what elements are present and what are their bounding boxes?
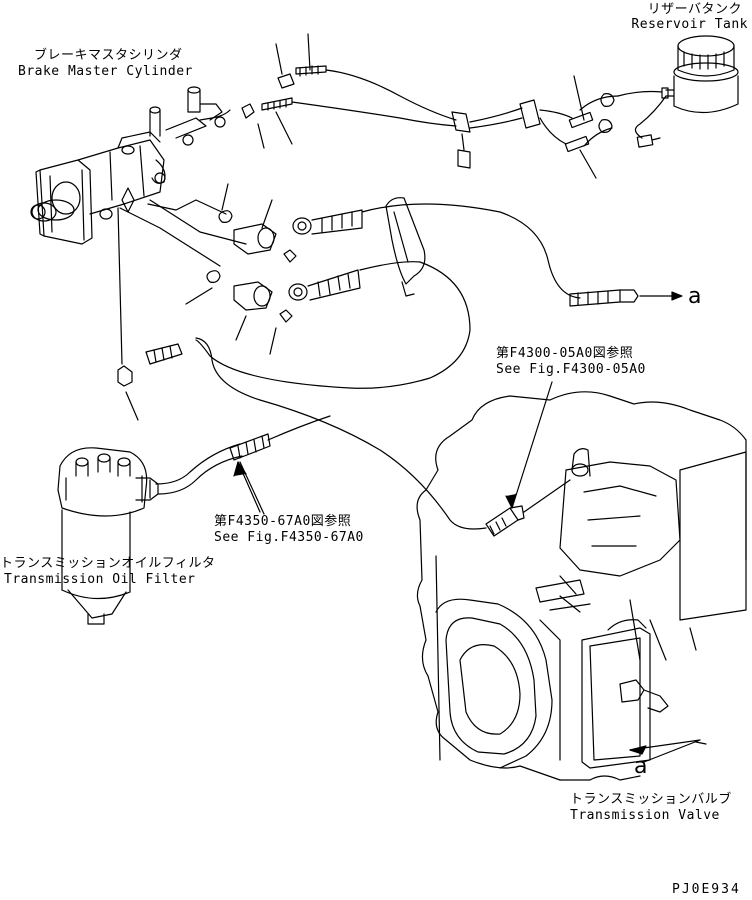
see-fig-4350-label-jp: 第F4350-67A0図参照 xyxy=(214,514,352,529)
callout-a-top: a xyxy=(688,284,702,309)
drawing-code: PJ0E934 xyxy=(672,882,741,897)
reservoir-tank-label-jp: リザーバタンク xyxy=(647,2,742,17)
see-fig-4300-label-jp: 第F4300-05A0図参照 xyxy=(496,346,634,361)
oil-filter-line xyxy=(118,200,330,514)
transmission-oil-filter-drawing xyxy=(58,448,158,624)
middle-fittings-and-hoses xyxy=(146,198,638,529)
brake-master-cylinder-label-en: Brake Master Cylinder xyxy=(18,64,193,79)
brake-cylinder-fittings xyxy=(186,34,310,354)
transmission-oil-filter-label-jp: トランスミッションオイルフィルタ xyxy=(0,556,216,571)
reservoir-tank-drawing xyxy=(618,36,738,147)
reservoir-hose-clamps xyxy=(565,76,614,178)
transmission-valve-label-jp: トランスミッションバルブ xyxy=(570,792,732,807)
callout-a-bottom: a xyxy=(634,754,648,779)
leader-lines xyxy=(234,292,706,744)
see-fig-4300-label-en: See Fig.F4300-05A0 xyxy=(496,362,646,377)
brake-master-cylinder-label-jp: ブレーキマスタシリンダ xyxy=(34,48,183,63)
transmission-valve-label-en: Transmission Valve xyxy=(570,808,720,823)
see-fig-4350-label-en: See Fig.F4350-67A0 xyxy=(214,530,364,545)
transmission-case-drawing xyxy=(417,392,746,780)
reservoir-to-cylinder-hose xyxy=(580,96,618,146)
brake-master-cylinder-drawing xyxy=(31,87,230,244)
reservoir-tank-label-en: Reservoir Tank xyxy=(631,17,748,32)
upper-brake-hoses xyxy=(262,66,572,168)
transmission-oil-filter-label-en: Transmission Oil Filter xyxy=(4,572,196,587)
